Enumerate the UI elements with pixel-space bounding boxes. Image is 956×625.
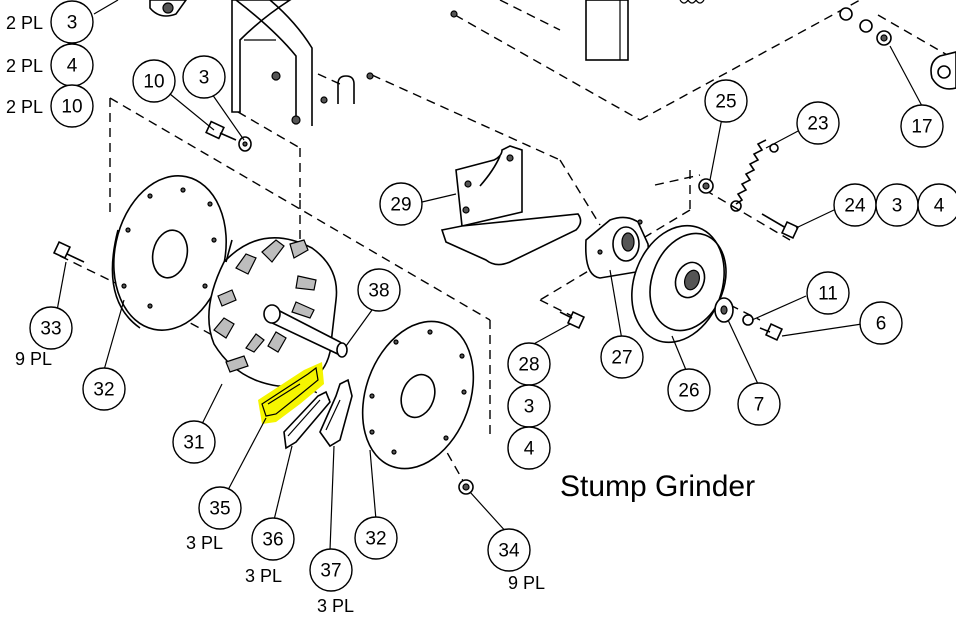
svg-text:36: 36 bbox=[262, 530, 283, 551]
svg-text:32: 32 bbox=[93, 380, 114, 401]
qty-note-37: 3 PL bbox=[317, 596, 354, 616]
qty-note-2pl: 2 PL bbox=[6, 13, 43, 33]
callout-23: 23 bbox=[796, 101, 840, 145]
svg-text:3: 3 bbox=[892, 196, 903, 217]
callout-35: 35 bbox=[198, 486, 242, 530]
svg-text:38: 38 bbox=[368, 281, 389, 302]
svg-text:35: 35 bbox=[209, 499, 230, 520]
right-disc-32 bbox=[361, 320, 475, 470]
pulley-26 bbox=[631, 224, 727, 344]
callout-3a: 3 bbox=[50, 0, 94, 44]
callout-29: 29 bbox=[379, 182, 423, 226]
frame-top-assembly bbox=[149, 0, 705, 126]
bracket-29 bbox=[440, 145, 582, 266]
svg-text:3: 3 bbox=[199, 68, 210, 89]
svg-text:4: 4 bbox=[524, 439, 535, 460]
hardware-17 bbox=[839, 7, 956, 90]
nut-25 bbox=[698, 178, 714, 194]
svg-text:17: 17 bbox=[911, 117, 932, 138]
callout-27: 27 bbox=[600, 335, 644, 379]
callout-3d: 3 bbox=[507, 384, 551, 428]
callout-4d: 4 bbox=[507, 426, 551, 470]
tooth-35-highlighted bbox=[258, 362, 324, 424]
callout-32b: 32 bbox=[354, 516, 398, 560]
svg-text:32: 32 bbox=[365, 529, 386, 550]
callout-10b: 10 bbox=[132, 59, 176, 103]
svg-text:26: 26 bbox=[678, 381, 699, 402]
svg-text:34: 34 bbox=[498, 541, 520, 562]
callout-37: 37 bbox=[309, 548, 353, 592]
svg-text:11: 11 bbox=[818, 284, 838, 305]
spring-23 bbox=[730, 139, 779, 212]
tooth-36 bbox=[283, 390, 331, 450]
svg-text:7: 7 bbox=[754, 395, 765, 416]
callout-10a: 10 bbox=[50, 84, 94, 128]
callout-4a: 4 bbox=[50, 43, 94, 87]
svg-text:4: 4 bbox=[934, 196, 945, 217]
callout-3c: 3 bbox=[875, 183, 919, 227]
callout-25: 25 bbox=[704, 79, 748, 123]
svg-text:29: 29 bbox=[390, 195, 411, 216]
svg-text:23: 23 bbox=[807, 114, 828, 135]
callout-7: 7 bbox=[737, 382, 781, 426]
leader-lines bbox=[55, 0, 923, 551]
bolt-24 bbox=[761, 213, 800, 240]
svg-text:10: 10 bbox=[143, 72, 164, 93]
nut-11 bbox=[742, 314, 754, 326]
qty-note-2pl: 2 PL bbox=[6, 97, 43, 117]
qty-note-2pl: 2 PL bbox=[6, 56, 43, 76]
diagram-title: Stump Grinder bbox=[560, 470, 755, 503]
callout-31: 31 bbox=[172, 420, 216, 464]
bolt-28 bbox=[559, 310, 586, 330]
highlight bbox=[258, 362, 324, 424]
callout-3b: 3 bbox=[182, 55, 226, 99]
nut-34 bbox=[458, 479, 474, 495]
svg-text:3: 3 bbox=[524, 397, 535, 418]
callout-28: 28 bbox=[507, 342, 551, 386]
callout-36: 36 bbox=[251, 517, 295, 561]
callout-4c: 4 bbox=[917, 183, 956, 227]
qty-note-34: 9 PL bbox=[508, 573, 545, 593]
shaft-38 bbox=[263, 304, 348, 358]
svg-text:27: 27 bbox=[611, 348, 632, 369]
svg-text:3: 3 bbox=[67, 13, 78, 34]
callout-11: 11 bbox=[806, 271, 850, 315]
svg-text:10: 10 bbox=[61, 97, 82, 118]
callout-33: 33 bbox=[29, 306, 73, 350]
callout-38: 38 bbox=[357, 268, 401, 312]
svg-text:31: 31 bbox=[183, 433, 204, 454]
callout-34: 34 bbox=[487, 528, 531, 572]
svg-text:28: 28 bbox=[518, 355, 539, 376]
callout-26: 26 bbox=[667, 368, 711, 412]
svg-text:4: 4 bbox=[67, 56, 78, 77]
svg-text:6: 6 bbox=[876, 314, 887, 335]
svg-text:37: 37 bbox=[320, 561, 341, 582]
tooth-37 bbox=[319, 378, 353, 448]
bolt-10-washer-3 bbox=[205, 120, 252, 152]
bolt-6 bbox=[759, 322, 784, 342]
callout-17: 17 bbox=[900, 104, 944, 148]
svg-text:25: 25 bbox=[715, 92, 736, 113]
qty-note-35: 3 PL bbox=[186, 533, 223, 553]
bolt-33 bbox=[52, 240, 85, 263]
svg-text:33: 33 bbox=[40, 319, 61, 340]
qty-note-33: 9 PL bbox=[15, 349, 52, 369]
callout-6: 6 bbox=[859, 301, 903, 345]
bearing-27 bbox=[584, 216, 650, 279]
qty-note-36: 3 PL bbox=[245, 566, 282, 586]
washer-7 bbox=[714, 297, 734, 323]
callout-32a: 32 bbox=[82, 367, 126, 411]
callout-24: 24 bbox=[833, 183, 877, 227]
svg-text:24: 24 bbox=[844, 196, 866, 217]
